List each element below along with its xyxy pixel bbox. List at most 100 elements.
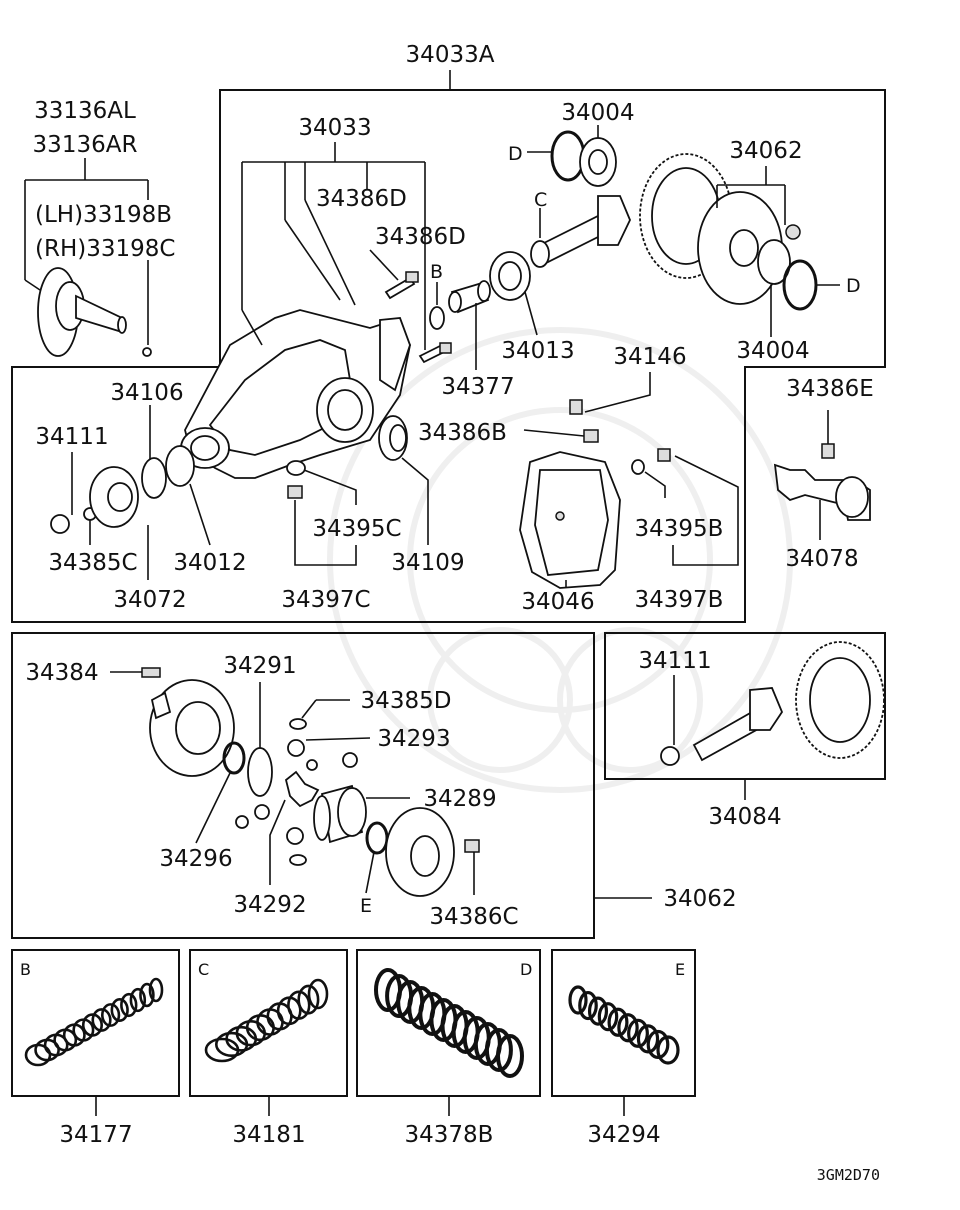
label-34146: 34146: [613, 344, 686, 370]
diff-exploded-drawing: [110, 667, 652, 899]
label-34386B: 34386B: [418, 420, 507, 446]
oil-seal-drawing: [378, 415, 429, 545]
spacer-ring: [607, 1007, 629, 1037]
label-34004-lower: 34004: [736, 338, 809, 364]
label-34109: 34109: [391, 550, 464, 576]
panel-e-letter: E: [675, 960, 685, 979]
label-34395C: 34395C: [312, 516, 401, 542]
carrier-housing-drawing: [180, 309, 411, 479]
label-34397C: 34397C: [281, 587, 370, 613]
label-34386D-2: 34386D: [375, 224, 466, 250]
label-34293: 34293: [377, 726, 450, 752]
label-34397B: 34397B: [635, 587, 724, 613]
label-34106: 34106: [110, 380, 183, 406]
label-34292: 34292: [233, 892, 306, 918]
label-34385D: 34385D: [361, 688, 452, 714]
bearing-34013-drawing: [489, 251, 538, 336]
spacer-ring: [656, 1035, 680, 1065]
label-34386E: 34386E: [786, 376, 874, 402]
diff-case-leader-lines: [716, 166, 840, 337]
spacer-rings-e: [568, 985, 680, 1065]
spacer-ring: [636, 1024, 660, 1054]
label-34013: 34013: [501, 338, 574, 364]
gear-set-drawing: [660, 641, 885, 800]
watermark: [327, 327, 793, 793]
panel-c-letter: C: [198, 960, 209, 979]
label-34046: 34046: [521, 589, 594, 615]
label-34062-lower: 34062: [663, 886, 736, 912]
spacer-ring: [627, 1018, 649, 1048]
assembly-frame-34033A: [11, 89, 886, 623]
panel-d-part: 34378B: [405, 1122, 494, 1148]
label-34033A: 34033A: [406, 42, 495, 68]
spacer-ring: [245, 1014, 275, 1042]
spacer-ring: [235, 1019, 267, 1047]
spacer-ring: [101, 1003, 121, 1027]
bearing-34004-top-drawing: [527, 125, 617, 187]
ref-letter-d-left: D: [508, 143, 523, 165]
panel-d-letter: D: [520, 960, 532, 979]
panel-b-letter: B: [20, 960, 31, 979]
panel-c-part: 34181: [232, 1122, 305, 1148]
rear-cover-drawing: [519, 451, 621, 589]
label-34291: 34291: [223, 653, 296, 679]
label-34377: 34377: [441, 374, 514, 400]
label-34384: 34384: [25, 660, 98, 686]
panel-e-part: 34294: [587, 1122, 660, 1148]
spacer-ring: [120, 992, 138, 1018]
axle-shaft-drawing: [37, 267, 152, 357]
ref-letter-e: E: [360, 895, 372, 917]
spacer-ring: [578, 990, 598, 1021]
spacer-ring: [225, 1025, 258, 1052]
spacer-ring: [587, 996, 609, 1026]
companion-flange-drawing: [50, 405, 211, 580]
label-34386D-1: 34386D: [316, 186, 407, 212]
spacer-ring: [307, 978, 329, 1010]
spacer-ring: [24, 1043, 52, 1067]
label-34395B: 34395B: [635, 516, 724, 542]
spacer-ring: [568, 985, 588, 1015]
spacer-ring: [215, 1031, 249, 1057]
spacer-ring: [139, 982, 155, 1008]
bolt-34386b-drawing: [523, 429, 599, 443]
label-34004-top: 34004: [561, 100, 634, 126]
label-34078: 34078: [785, 546, 858, 572]
label-34033: 34033: [298, 115, 371, 141]
diagram-code: 3GM2D70: [817, 1166, 880, 1184]
spacer-ring: [617, 1013, 639, 1043]
spacer-ring: [204, 1037, 240, 1063]
spacer-ring: [129, 987, 147, 1013]
ref-letter-d-right: D: [846, 275, 861, 297]
spacer-rings-b: [24, 977, 164, 1067]
breather-drawing: [569, 372, 651, 415]
ref-letter-c: C: [534, 189, 547, 211]
spacer-panel-b-frame: [11, 949, 180, 1097]
label-34386C: 34386C: [429, 904, 518, 930]
ring-gear-drawing: [639, 153, 818, 311]
spacer-panel-leaders: [95, 1096, 625, 1116]
label-34296: 34296: [159, 846, 232, 872]
label-34084: 34084: [708, 804, 781, 830]
spacer-ring: [484, 1028, 513, 1072]
label-33136AL: 33136AL: [34, 98, 136, 124]
label-34289: 34289: [423, 786, 496, 812]
label-34111: 34111: [35, 424, 108, 450]
plug-b-drawing: [631, 448, 739, 566]
label-33136AR: 33136AR: [33, 132, 138, 158]
ref-letter-b: B: [430, 261, 443, 283]
spacer-ring: [597, 1002, 619, 1032]
spacer-rings-d: [374, 968, 524, 1078]
panel-b-part: 34177: [59, 1122, 132, 1148]
label-33198C: (RH)33198C: [35, 236, 175, 262]
spacer-panel-e-frame: [551, 949, 696, 1097]
spacer-ring: [148, 977, 164, 1003]
drive-pinion-drawing: [530, 195, 631, 268]
label-34385C: 34385C: [48, 550, 137, 576]
bolt-34386d-drawing: [369, 249, 452, 364]
plug-c-drawing: [286, 460, 357, 566]
spacer-ring: [110, 998, 129, 1022]
mount-34078-drawing: [773, 410, 871, 540]
spacer-34377-drawing: [429, 280, 491, 370]
spacer-rings-c: [204, 978, 329, 1063]
